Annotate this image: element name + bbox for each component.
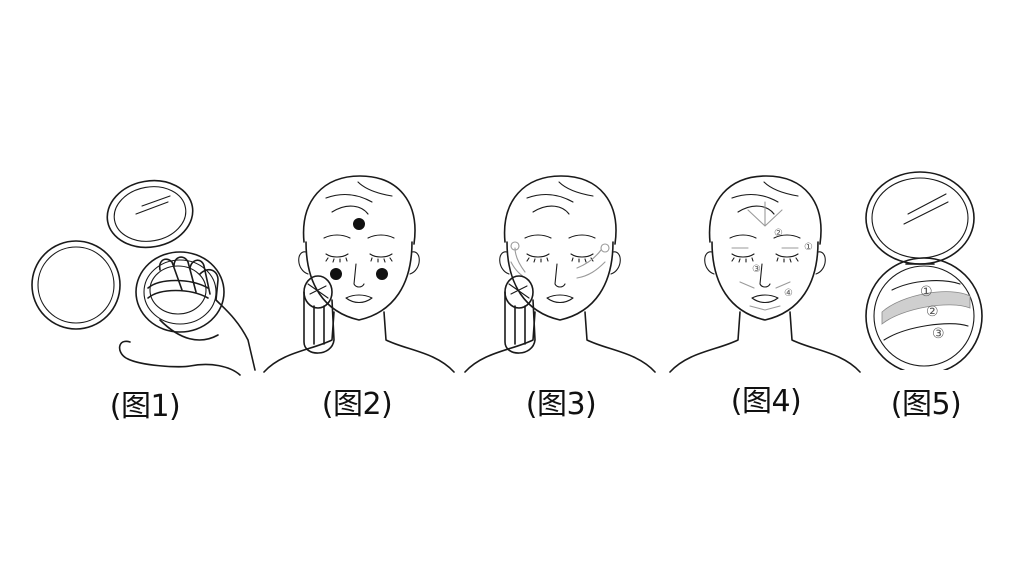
figure-4-marker-4: ④ — [784, 288, 793, 299]
figure-4-marker-3: ③ — [752, 264, 761, 275]
figure-3-caption: (图3) — [525, 387, 597, 422]
figure-1-caption: (图1) — [109, 389, 181, 424]
figure-2-caption: (图2) — [321, 387, 393, 422]
figure-4-caption: (图4) — [730, 384, 802, 419]
figure-2-face-dots-illustration — [263, 175, 455, 373]
figure-1-compact-hand-illustration — [31, 179, 256, 376]
figure-5-caption: (图5) — [890, 387, 962, 422]
figure-5-zone-3: ③ — [932, 326, 945, 342]
figure-3-face-arrows-illustration — [464, 175, 656, 373]
figure-5-zone-2: ② — [926, 304, 939, 320]
figure-4-marker-1: ① — [804, 242, 813, 253]
figure-5-zone-1: ① — [920, 284, 933, 300]
figure-4-face-zones-illustration: ② ① ③ ④ — [669, 175, 861, 373]
figure-4-marker-2: ② — [774, 228, 783, 239]
figure-5-compact-zones-illustration: ① ② ③ — [865, 171, 983, 370]
